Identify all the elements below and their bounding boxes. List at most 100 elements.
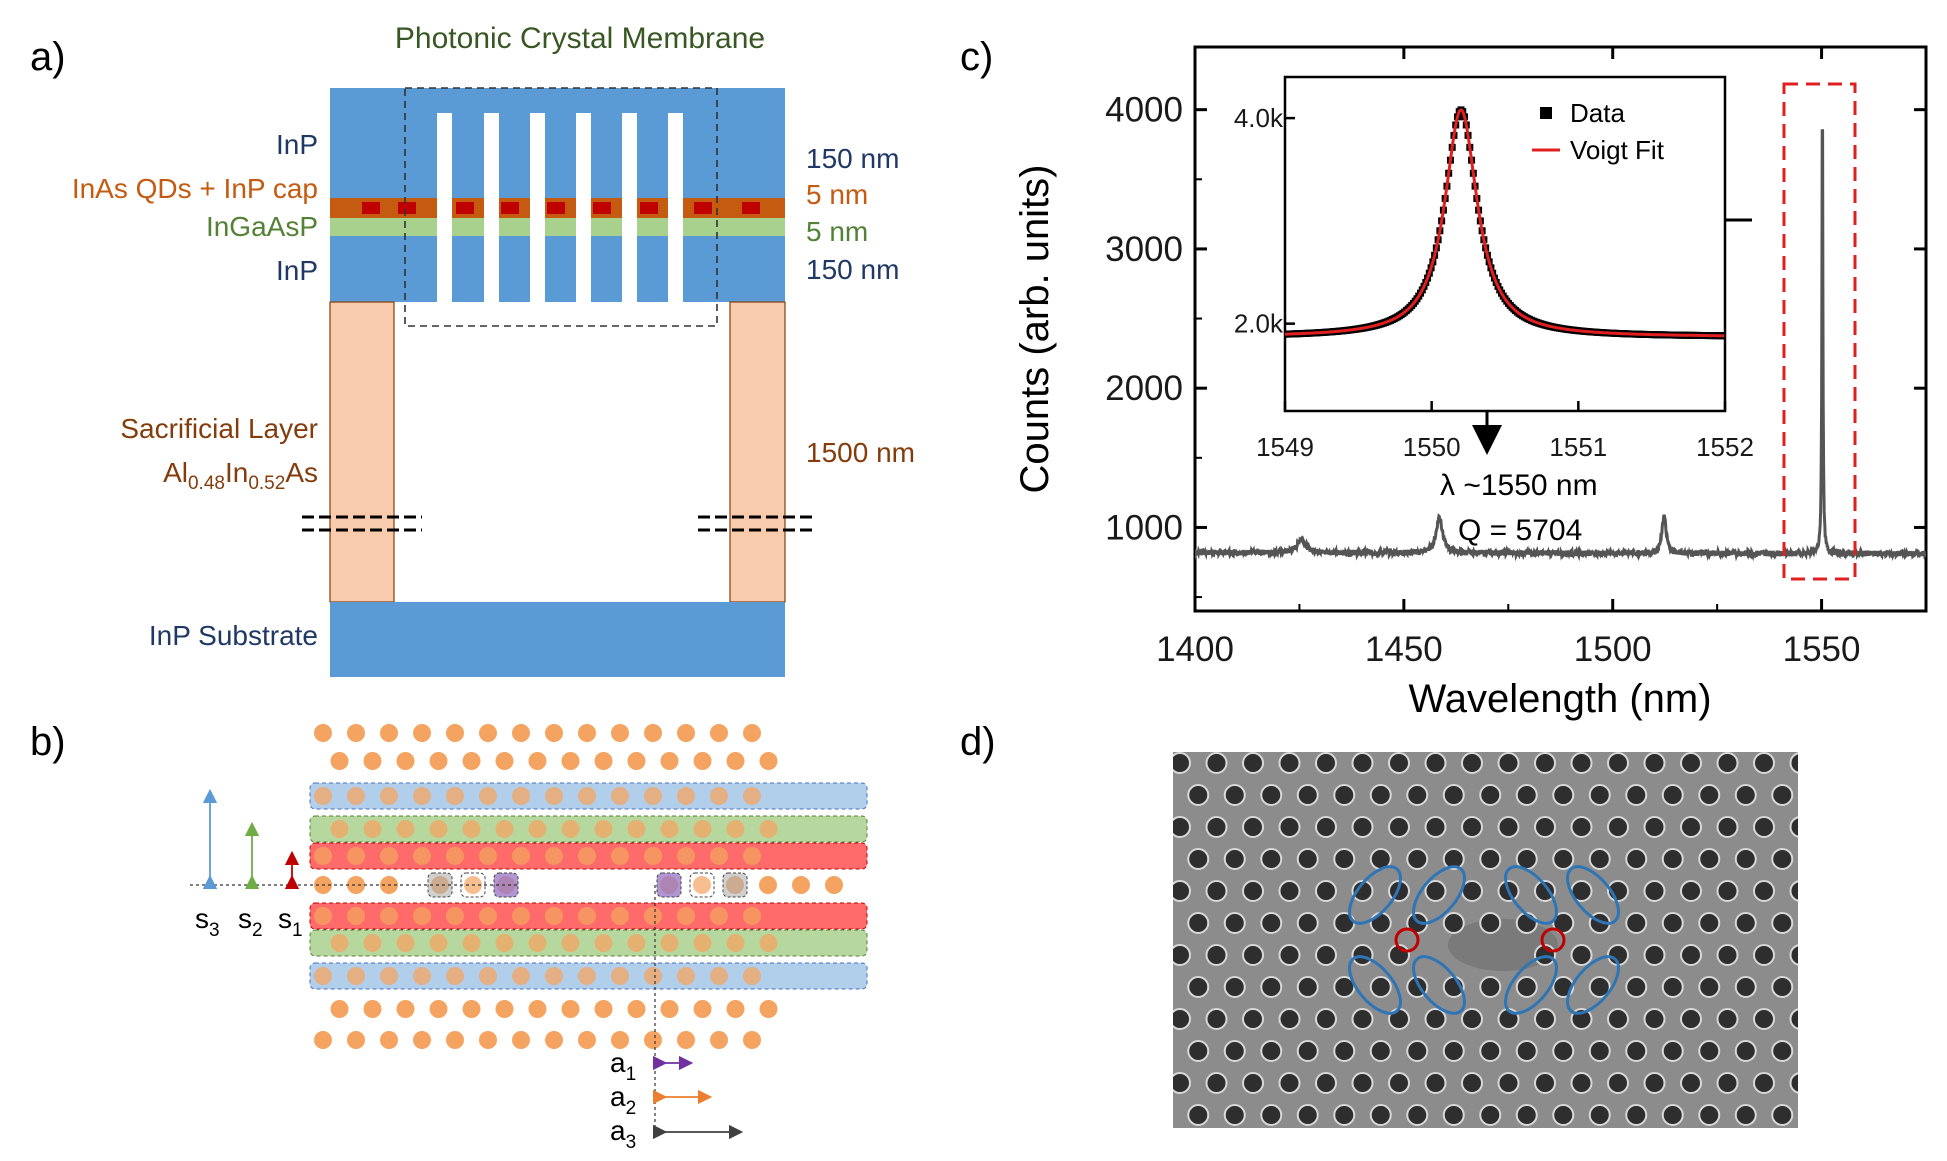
sem-hole	[1570, 816, 1593, 838]
photonic-hole	[462, 934, 481, 952]
sem-hole	[1296, 1040, 1319, 1062]
sem-hole	[1809, 849, 1829, 869]
sem-hole	[1608, 1137, 1628, 1157]
photonic-hole	[545, 1031, 563, 1049]
sem-hole	[1442, 784, 1465, 806]
inp-substrate	[330, 602, 785, 677]
sem-hole	[1173, 816, 1191, 838]
photonic-hole	[726, 752, 745, 770]
photonic-hole	[710, 1031, 728, 1049]
sem-hole	[1479, 848, 1502, 870]
highlight-ellipses	[1348, 865, 1620, 1015]
photonic-hole	[759, 1000, 778, 1018]
quantum-dot	[456, 202, 474, 214]
highlight-ring-right	[1540, 927, 1566, 953]
photonic-hole	[446, 1031, 464, 1049]
x-tick-label: 1550	[1783, 630, 1861, 669]
wavelength-annotation: λ ~1550 nm	[1440, 469, 1598, 502]
photonic-hole	[363, 1000, 382, 1018]
sem-hole	[1643, 752, 1666, 774]
sem-hole	[1278, 816, 1301, 838]
sem-hole	[1205, 944, 1228, 966]
sem-hole	[1369, 976, 1392, 998]
photonic-hole	[330, 934, 349, 952]
sem-hole	[1296, 848, 1319, 870]
sem-hole	[1552, 1040, 1575, 1062]
photonic-hole	[347, 907, 365, 925]
photonic-hole	[495, 934, 514, 952]
photonic-hole	[561, 820, 580, 838]
sem-hole	[1570, 944, 1593, 966]
sem-hole	[1242, 1008, 1264, 1030]
sem-hole	[1442, 1104, 1465, 1126]
photonic-hole	[660, 752, 679, 770]
photonic-hole	[710, 847, 728, 865]
photonic-hole	[611, 847, 629, 865]
photonic-hole	[677, 967, 695, 985]
qds-thickness: 5 nm	[806, 179, 868, 210]
quantum-dot	[501, 202, 519, 214]
sem-hole	[1351, 944, 1374, 966]
inset-y-tick-label: 4.0k	[1234, 103, 1284, 133]
sem-hole	[1809, 1041, 1829, 1061]
sem-hole	[1588, 784, 1611, 806]
sem-hole	[1789, 816, 1798, 838]
photonic-hole	[792, 876, 810, 894]
sem-hole	[1809, 977, 1829, 997]
sacrificial-composition-label: Al0.48In0.52As	[163, 457, 318, 494]
shifted-hole-box	[722, 872, 748, 898]
sem-hole	[1406, 848, 1429, 870]
sem-hole	[1315, 752, 1337, 774]
sem-hole	[1716, 880, 1739, 902]
sem-hole	[1223, 1040, 1246, 1062]
sem-hole	[1789, 1072, 1798, 1094]
sem-hole	[1479, 1040, 1502, 1062]
photonic-hole	[561, 752, 580, 770]
sem-hole	[1351, 752, 1374, 774]
photonic-hole	[429, 1000, 448, 1018]
photonic-hole	[693, 820, 712, 838]
sem-hole	[1680, 880, 1702, 902]
sem-hole	[1280, 1137, 1300, 1157]
sem-hole	[1260, 784, 1283, 806]
x-tick-label: 1500	[1574, 630, 1652, 669]
sem-hole	[1552, 848, 1575, 870]
sem-hole	[1479, 1104, 1502, 1126]
sem-hole	[1260, 912, 1283, 934]
sem-hole	[1661, 1104, 1684, 1126]
sem-hole	[1734, 1104, 1757, 1126]
sem-hole	[1369, 1104, 1392, 1126]
sem-hole	[1718, 1137, 1738, 1157]
sem-hole	[1173, 880, 1191, 902]
sem-hole	[1570, 752, 1593, 774]
air-hole	[622, 113, 637, 302]
photonic-hole	[627, 820, 646, 838]
highlight-ellipse	[1504, 955, 1558, 1015]
sem-hole	[1170, 1137, 1190, 1157]
sem-hole	[1260, 976, 1283, 998]
inp-bottom-layer	[330, 236, 785, 302]
panel-a-label: a)	[30, 35, 66, 79]
sem-hole	[1333, 784, 1356, 806]
sem-hole	[1442, 848, 1465, 870]
sem-hole	[1223, 976, 1246, 998]
sem-hole	[1680, 816, 1702, 838]
photonic-hole	[314, 847, 332, 865]
sem-hole	[1424, 1072, 1447, 1094]
sem-hole	[1260, 1040, 1283, 1062]
x-axis-label: Wavelength (nm)	[1408, 677, 1711, 721]
sem-hole	[1753, 1072, 1775, 1094]
sem-hole	[1716, 752, 1739, 774]
sem-hole	[1789, 752, 1798, 774]
photonic-hole	[495, 752, 514, 770]
sem-hole	[1207, 1137, 1227, 1157]
quantum-dot	[362, 202, 380, 214]
highlight-ellipse	[1566, 955, 1620, 1015]
photonic-hole	[512, 967, 530, 985]
highlight-ellipse	[1348, 865, 1402, 925]
panel-d: d)	[960, 720, 1829, 1157]
inset-x-tick-label: 1549	[1256, 432, 1314, 462]
sem-hole	[1661, 784, 1684, 806]
photonic-hole	[759, 752, 778, 770]
